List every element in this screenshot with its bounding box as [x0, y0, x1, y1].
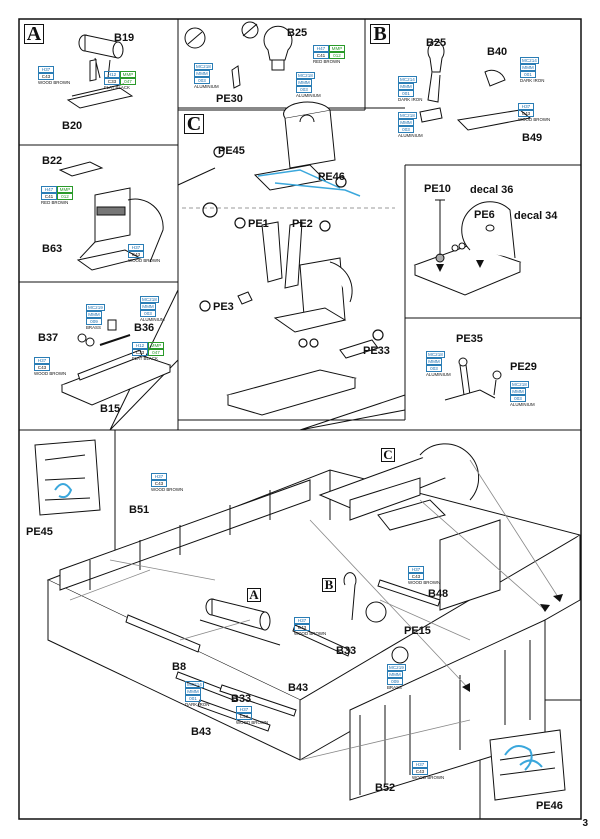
- section-a-label: A: [24, 24, 44, 44]
- part-b63: B63: [42, 243, 63, 255]
- decal-36: decal 36: [470, 184, 514, 196]
- paint-callout-pe29: MC218 MMM 003 ALUMINIUM: [510, 381, 535, 407]
- part-pe3: PE3: [213, 301, 234, 313]
- part-pe35: PE35: [456, 333, 483, 345]
- part-pe15: PE15: [404, 625, 431, 637]
- section-c-label: C: [184, 114, 204, 134]
- part-pe45-top: PE45: [218, 145, 245, 157]
- paint-callout-pe35: MC218 MMM 003 ALUMINIUM: [426, 351, 451, 377]
- section-c-small-label: C: [381, 448, 395, 462]
- part-pe2: PE2: [292, 218, 313, 230]
- part-pe46-bottom: PE46: [536, 800, 563, 812]
- part-b20: B20: [62, 120, 83, 132]
- paint-callout-b-darkiron-2: MC214 MMM 001 DARK IRON: [520, 57, 545, 83]
- paint-callout-pe30: MC218 MMM 003 ALUMINIUM: [194, 63, 219, 89]
- part-pe1: PE1: [248, 218, 269, 230]
- paint-callout-pe15: MC219 MMM 009 BRASS: [387, 664, 406, 690]
- part-b15: B15: [100, 403, 121, 415]
- part-pe46-top: PE46: [318, 171, 345, 183]
- paint-callout-b20: H37 C43 WOOD BROWN: [38, 66, 71, 85]
- part-pe45-bottom: PE45: [26, 526, 53, 538]
- paint-callout-b33: H37 C43 WOOD BROWN: [294, 617, 327, 636]
- part-pe29: PE29: [510, 361, 537, 373]
- paint-callout-b43: H37 C43 WOOD BROWN: [236, 706, 269, 725]
- part-b36: B36: [134, 322, 155, 334]
- section-b-small-label: B: [322, 578, 336, 592]
- page-number: 3: [582, 818, 588, 829]
- part-b33-b: B33: [231, 693, 252, 705]
- section-a-small-label: A: [247, 588, 261, 602]
- paint-callout-b-aluminium: MC218 MMM 003 ALUMINIUM: [398, 112, 423, 138]
- part-b19: B19: [114, 32, 135, 44]
- part-b37: B37: [38, 332, 59, 344]
- paint-callout-b52: H37 C43 WOOD BROWN: [412, 761, 445, 780]
- part-b43-a: B43: [288, 682, 309, 694]
- part-b49: B49: [522, 132, 543, 144]
- part-b25-right: B25: [426, 37, 447, 49]
- part-b33-a: B33: [336, 645, 357, 657]
- decal-34: decal 34: [514, 210, 558, 222]
- part-b52: B52: [375, 782, 396, 794]
- paint-callout-b51: H37 C43 WOOD BROWN: [151, 473, 184, 492]
- paint-callout-b8: MC214 MMM 001 DARK IRON: [185, 681, 210, 707]
- paint-callout-b48: H37 C43 WOOD BROWN: [408, 566, 441, 585]
- section-b-label: B: [370, 24, 390, 44]
- paint-callout-b25-aluminium: MC218 MMM 003 ALUMINIUM: [296, 72, 321, 98]
- paint-callout-b36-aluminium: MC218 MMM 003 ALUMINIUM: [140, 296, 165, 322]
- part-b48: B48: [428, 588, 449, 600]
- paint-callout-b-darkiron-1: MC214 MMM 001 DARK IRON: [398, 76, 423, 102]
- part-pe30: PE30: [216, 93, 243, 105]
- part-pe33: PE33: [363, 345, 390, 357]
- part-pe6: PE6: [474, 209, 495, 221]
- paint-callout-b49: H37 C43 WOOD BROWN: [518, 103, 551, 122]
- paint-callout-b63: H37 C43 WOOD BROWN: [128, 244, 161, 263]
- part-b25-mid: B25: [287, 27, 308, 39]
- part-pe10: PE10: [424, 183, 451, 195]
- paint-callout-b37: H37 C43 WOOD BROWN: [34, 357, 67, 376]
- part-b51: B51: [129, 504, 150, 516]
- paint-callout-b36-brass: MC219 MMM 009 BRASS: [86, 304, 105, 330]
- part-b8: B8: [172, 661, 187, 673]
- part-b22: B22: [42, 155, 63, 167]
- part-b40: B40: [487, 46, 508, 58]
- part-b43-b: B43: [191, 726, 212, 738]
